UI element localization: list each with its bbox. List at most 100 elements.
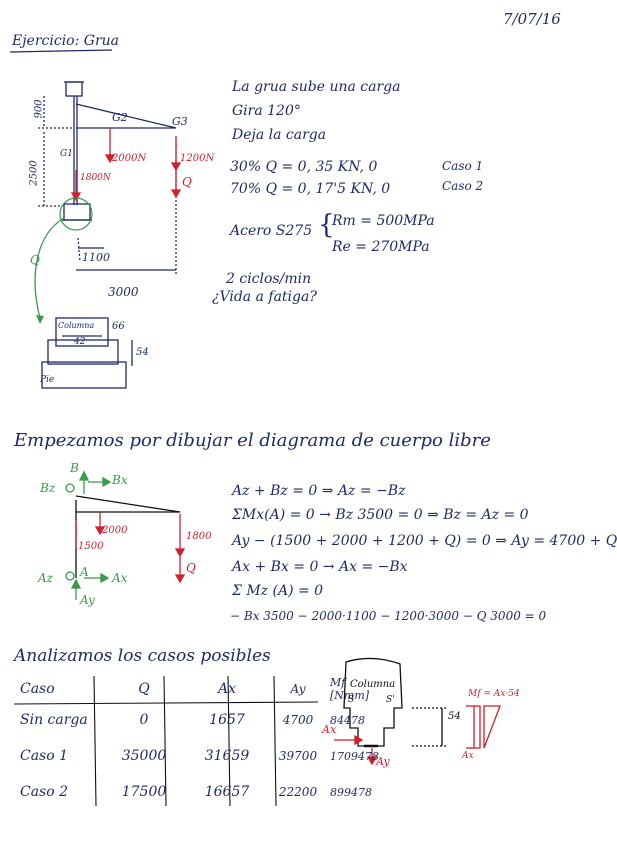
table-header-cell: Ay (290, 682, 306, 696)
dcl-label-a: A (80, 565, 89, 579)
foot-block (41, 361, 127, 389)
label-pie: Pie (40, 375, 55, 385)
top-support (65, 81, 83, 97)
equation-5: Σ Mz (A) = 0 (232, 583, 324, 599)
label-q-green: Q (30, 253, 40, 267)
column-section-loads (334, 705, 501, 766)
crane-sketch (38, 81, 177, 389)
load-1200: 1200N (180, 153, 215, 164)
dcl-loads (75, 512, 186, 584)
statement-line2: Gira 120° (232, 103, 301, 119)
table-grid (13, 675, 319, 807)
equation-3: Ay − (1500 + 2000 + 1200 + Q) = 0 ⇒ Ay =… (232, 533, 617, 549)
column-detail (55, 317, 109, 347)
table-header-cell: Ax (217, 681, 236, 697)
dcl-reactions (65, 470, 112, 600)
bottom-support (63, 203, 91, 221)
dim-900: 900 (33, 99, 45, 119)
table-cell: 31659 (204, 748, 250, 764)
dcl-load-2000: 2000 (102, 525, 128, 536)
equation-2: ΣMx(A) = 0 → Bz 3500 = 0 ⇒ Bz = Az = 0 (232, 507, 529, 523)
table-row: Sin carga 0 1657 4700 84478 (14, 702, 392, 738)
equation-1: Az + Bz = 0 ⇒ Az = −Bz (232, 483, 406, 499)
brace: { (318, 210, 335, 240)
load-2000: 2000N (112, 153, 147, 164)
label-columna: Columna (58, 321, 95, 330)
label-g2: G2 (112, 111, 128, 124)
dcl-load-1800: 1800 (186, 531, 212, 542)
table-cell: 39700 (278, 749, 318, 763)
green-arc (34, 217, 65, 319)
dcl-label-bx: Bx (112, 473, 128, 487)
analysis-heading: Analizamos los casos posibles (14, 646, 271, 666)
table-row: Caso 1 35000 31659 39700 1709478 (14, 738, 392, 774)
label-q: Q (182, 175, 192, 189)
section-label-s: S (348, 695, 355, 705)
table-header-cell: Caso (20, 681, 55, 697)
table-row: Caso 2 17500 16657 22200 899478 (14, 774, 392, 810)
dim-3000: 3000 (108, 285, 139, 299)
load-1800: 1800N (80, 173, 111, 183)
fatigue-question: ¿Vida a fatiga? (212, 289, 317, 305)
title-underline (9, 49, 113, 53)
table-cell: Sin carga (20, 712, 88, 728)
case1-tag: Caso 1 (442, 159, 484, 173)
steel-rm: Rm = 500MPa (332, 213, 435, 229)
green-circle (59, 197, 93, 231)
dim-1100: 1100 (82, 251, 110, 264)
equation-4: Ax + Bx = 0 → Ax = −Bx (232, 559, 408, 575)
page-title: Ejercicio: Grua (12, 33, 120, 49)
dim-54: 54 (136, 347, 149, 358)
cycles-per-min: 2 ciclos/min (226, 271, 312, 287)
table-header-row: Caso Q Ax Ay Mf [Nmm] (14, 676, 392, 702)
label-g3: G3 (172, 115, 188, 128)
section-label-ax: Ax (322, 723, 337, 736)
dim-66: 66 (112, 321, 125, 332)
dcl-load-1500: 1500 (78, 541, 104, 552)
case1-values: 30% Q = 0, 35 KN, 0 (230, 159, 378, 175)
dim-2500: 2500 (28, 160, 40, 186)
section-label-mf: Mf = Ax·54 (468, 689, 520, 699)
dim-42: 42 (74, 337, 86, 347)
table-cell: Caso 2 (20, 784, 69, 800)
section-label-s-prime: S' (386, 695, 395, 705)
case2-values: 70% Q = 0, 17'5 KN, 0 (230, 181, 391, 197)
table-cell: 0 (139, 712, 149, 728)
table-cell: 4700 (282, 713, 314, 727)
dcl-label-az: Az (38, 571, 53, 585)
table-cell: 16657 (204, 784, 250, 800)
steel-re: Re = 270MPa (332, 239, 430, 255)
table-cell: 17500 (121, 784, 167, 800)
table-cell: 899478 (330, 785, 372, 799)
equation-6: − Bx 3500 − 2000·1100 − 1200·3000 − Q 30… (230, 609, 547, 623)
dcl-label-b: B (70, 461, 79, 475)
dcl-label-ay: Ay (80, 593, 95, 607)
crane-tie (75, 103, 177, 129)
section-label-ay: Ay (376, 755, 390, 768)
dcl-label-bz: Bz (40, 481, 56, 495)
table-cell: 35000 (121, 748, 167, 764)
steel-grade: Acero S275 (230, 223, 313, 239)
crane-loads (70, 128, 182, 202)
sketch-canvas (9, 49, 501, 807)
dcl-label-ax: Ax (112, 571, 128, 585)
date: 7/07/16 (503, 10, 561, 28)
table-header-cell: Mf [Nmm] (330, 676, 370, 702)
table-cell: Caso 1 (20, 748, 69, 764)
section-dim-54: 54 (448, 711, 461, 722)
table-cell: 1657 (209, 712, 245, 728)
label-g1: G1 (60, 149, 73, 159)
table-header-cell: Q (138, 681, 150, 697)
statement-line3: Deja la carga (232, 127, 327, 143)
statement-line1: La grua sube una carga (232, 79, 401, 95)
table-cell: 22200 (278, 785, 318, 799)
case2-tag: Caso 2 (442, 179, 484, 193)
dcl-load-q: Q (186, 561, 196, 575)
cases-table: Caso Q Ax Ay Mf [Nmm] Sin carga 0 1657 4… (14, 676, 392, 810)
table-cell: 1709478 (330, 749, 379, 763)
table-cell: 84478 (330, 713, 365, 727)
column-section-sketch (343, 657, 446, 748)
section-label-columna: Columna (350, 679, 396, 690)
dcl-heading: Empezamos por dibujar el diagrama de cue… (14, 430, 491, 451)
section-label-ax2: Ax (462, 751, 474, 761)
